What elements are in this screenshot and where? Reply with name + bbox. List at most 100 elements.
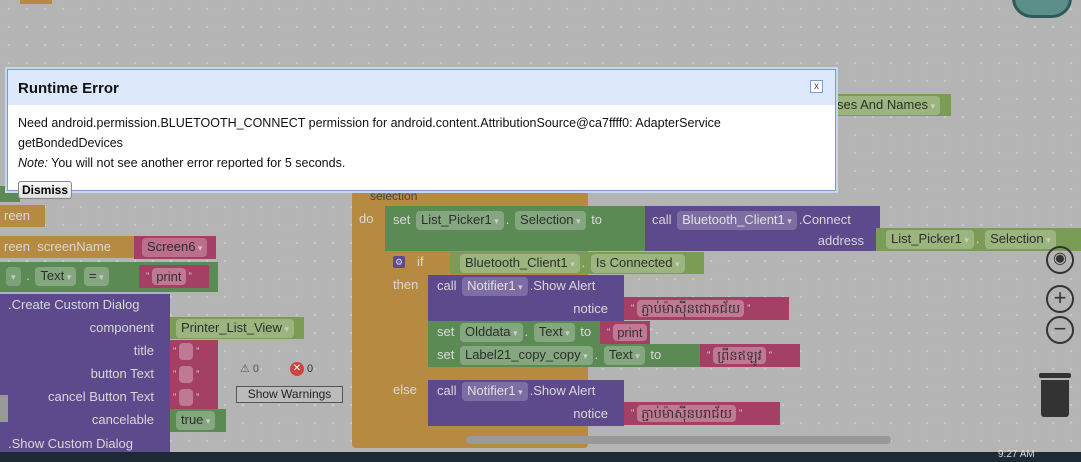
true-block[interactable]: true xyxy=(170,409,226,432)
if-block[interactable]: ⚙ if then else xyxy=(385,251,430,437)
recenter-icon[interactable]: ◉ xyxy=(1046,246,1074,274)
equals-dropdown[interactable]: = xyxy=(83,267,109,286)
do-label: do xyxy=(359,211,374,226)
text-dropdown[interactable]: Text xyxy=(35,267,77,286)
call-label: call xyxy=(437,383,457,398)
text-dropdown[interactable]: Text xyxy=(533,323,575,342)
cancel-text-string[interactable]: "" xyxy=(170,386,218,409)
taskbar: 9:27 AM xyxy=(0,449,1081,462)
olddata-dropdown[interactable]: Olddata xyxy=(459,323,523,342)
component-label: component xyxy=(89,320,154,335)
create-custom-dialog-block[interactable]: .Create Custom Dialog component title bu… xyxy=(0,294,170,452)
to-label: to xyxy=(591,212,603,227)
horizontal-scrollbar[interactable] xyxy=(466,436,891,444)
to-label: to xyxy=(650,347,662,362)
set-olddata-block[interactable]: set Olddata. Text to xyxy=(428,321,600,344)
warning-count: 0 xyxy=(252,363,260,375)
is-connected-dropdown[interactable]: Is Connected xyxy=(590,254,685,273)
set-label: set xyxy=(437,347,455,362)
addresses-and-names-block[interactable]: ses And Names xyxy=(820,94,951,116)
empty-text[interactable] xyxy=(179,343,194,361)
notice-label: notice xyxy=(573,406,608,421)
dialog-title: Runtime Error xyxy=(18,80,119,97)
screen-block[interactable]: reen xyxy=(0,205,45,227)
zoom-in-icon[interactable]: + xyxy=(1046,285,1074,313)
show-alert-success-block[interactable]: call Notifier1.Show Alert notice xyxy=(428,275,624,321)
set-label: set xyxy=(393,212,411,227)
error-icon[interactable]: ✕ xyxy=(290,362,304,376)
block-fragment xyxy=(20,0,52,4)
backpack-icon[interactable] xyxy=(1012,0,1072,18)
print-text[interactable]: print xyxy=(613,324,647,342)
print-now-string[interactable]: "ព្រីនឥឡូវ" xyxy=(700,344,800,367)
warning-icon[interactable]: ⚠ 0 xyxy=(240,363,260,375)
set-label: set xyxy=(437,324,455,339)
notifier-dropdown[interactable]: Notifier1 xyxy=(462,277,528,296)
button-text-label: button Text xyxy=(90,366,154,381)
cancelable-label: cancelable xyxy=(91,412,154,427)
bluetooth-connect-block[interactable]: call Bluetooth_Client1.Connect address xyxy=(645,206,880,251)
taskbar-clock[interactable]: 9:27 AM xyxy=(998,449,1035,460)
show-dialog-label: .Show Custom Dialog xyxy=(8,436,133,451)
printer-list-dropdown[interactable]: Printer_List_View xyxy=(176,319,294,338)
screen-label: reen xyxy=(4,239,31,254)
dismiss-button[interactable]: Dismiss xyxy=(18,181,73,199)
addresses-dropdown[interactable]: ses And Names xyxy=(832,96,941,115)
empty-text[interactable] xyxy=(179,389,194,407)
title-label: title xyxy=(133,343,154,358)
screen6-block[interactable]: Screen6 xyxy=(134,236,216,259)
connect-label: .Connect xyxy=(798,212,851,227)
screen-name-label: screenName xyxy=(37,239,111,254)
create-dialog-label: .Create Custom Dialog xyxy=(8,297,140,312)
trash-icon[interactable] xyxy=(1039,373,1071,417)
zoom-out-icon[interactable]: − xyxy=(1046,316,1074,344)
success-string[interactable]: "ភ្ជាប់ម៉ាស៊ីនជោគជ័យ" xyxy=(624,297,789,320)
component-dropdown[interactable] xyxy=(6,267,21,286)
bt-client-dropdown[interactable]: Bluetooth_Client1 xyxy=(460,254,580,273)
printer-list-block[interactable]: Printer_List_View xyxy=(170,317,304,339)
show-alert-label: .Show Alert xyxy=(529,383,596,398)
else-label: else xyxy=(393,382,417,397)
set-list-picker-block[interactable]: set List_Picker1. Selection to xyxy=(385,206,645,251)
scrollbar[interactable] xyxy=(0,395,8,422)
success-text[interactable]: ភ្ជាប់ម៉ាស៊ីនជោគជ័យ xyxy=(637,300,745,318)
selection-param: selection xyxy=(370,189,418,203)
list-picker-selection-block[interactable]: List_Picker1. Selection xyxy=(876,228,1081,251)
set-label21-block[interactable]: set Label21_copy_copy. Text to xyxy=(428,344,700,367)
show-alert-label: .Show Alert xyxy=(529,278,596,293)
mutator-gear-icon[interactable]: ⚙ xyxy=(393,256,405,268)
screen6-dropdown[interactable]: Screen6 xyxy=(142,238,208,257)
selection-dropdown[interactable]: Selection xyxy=(515,211,586,230)
text-dropdown[interactable]: Text xyxy=(603,346,645,365)
selection-dropdown[interactable]: Selection xyxy=(985,230,1056,249)
button-text-string[interactable]: "" xyxy=(170,363,218,386)
if-label: if xyxy=(417,254,424,269)
blocks-workspace[interactable]: ses And Names reen reen screenName Scree… xyxy=(0,0,1081,452)
print-string-block[interactable]: "print" xyxy=(600,321,653,344)
show-alert-fail-block[interactable]: call Notifier1.Show Alert notice xyxy=(428,380,624,426)
list-picker-dropdown[interactable]: List_Picker1 xyxy=(415,211,504,230)
label21-dropdown[interactable]: Label21_copy_copy xyxy=(459,346,593,365)
notice-label: notice xyxy=(573,301,608,316)
bt-client-dropdown[interactable]: Bluetooth_Client1 xyxy=(677,211,797,230)
show-warnings-button[interactable]: Show Warnings xyxy=(236,386,343,403)
print-string-block[interactable]: "print" xyxy=(139,265,209,288)
print-now-text[interactable]: ព្រីនឥឡូវ xyxy=(713,347,766,365)
empty-text[interactable] xyxy=(179,366,194,384)
then-label: then xyxy=(393,277,419,292)
notifier-dropdown[interactable]: Notifier1 xyxy=(462,382,528,401)
true-dropdown[interactable]: true xyxy=(176,411,216,430)
print-text[interactable]: print xyxy=(152,268,186,286)
is-connected-block[interactable]: Bluetooth_Client1. Is Connected xyxy=(450,252,704,274)
close-icon[interactable]: x xyxy=(810,80,823,93)
open-screen-block[interactable]: reen screenName xyxy=(0,236,135,258)
dialog-header: Runtime Error x xyxy=(8,70,835,105)
call-label: call xyxy=(652,212,672,227)
fail-text[interactable]: ភ្ជាប់ម៉ាស៊ីនបរាជ័យ xyxy=(637,405,736,423)
fail-string[interactable]: "ភ្ជាប់ម៉ាស៊ីនបរាជ័យ" xyxy=(624,402,780,425)
title-string[interactable]: "" xyxy=(170,340,218,363)
screen-label: reen xyxy=(4,208,31,223)
call-label: call xyxy=(437,278,457,293)
note-label: Note: xyxy=(18,156,48,170)
list-picker-dropdown[interactable]: List_Picker1 xyxy=(886,230,974,249)
